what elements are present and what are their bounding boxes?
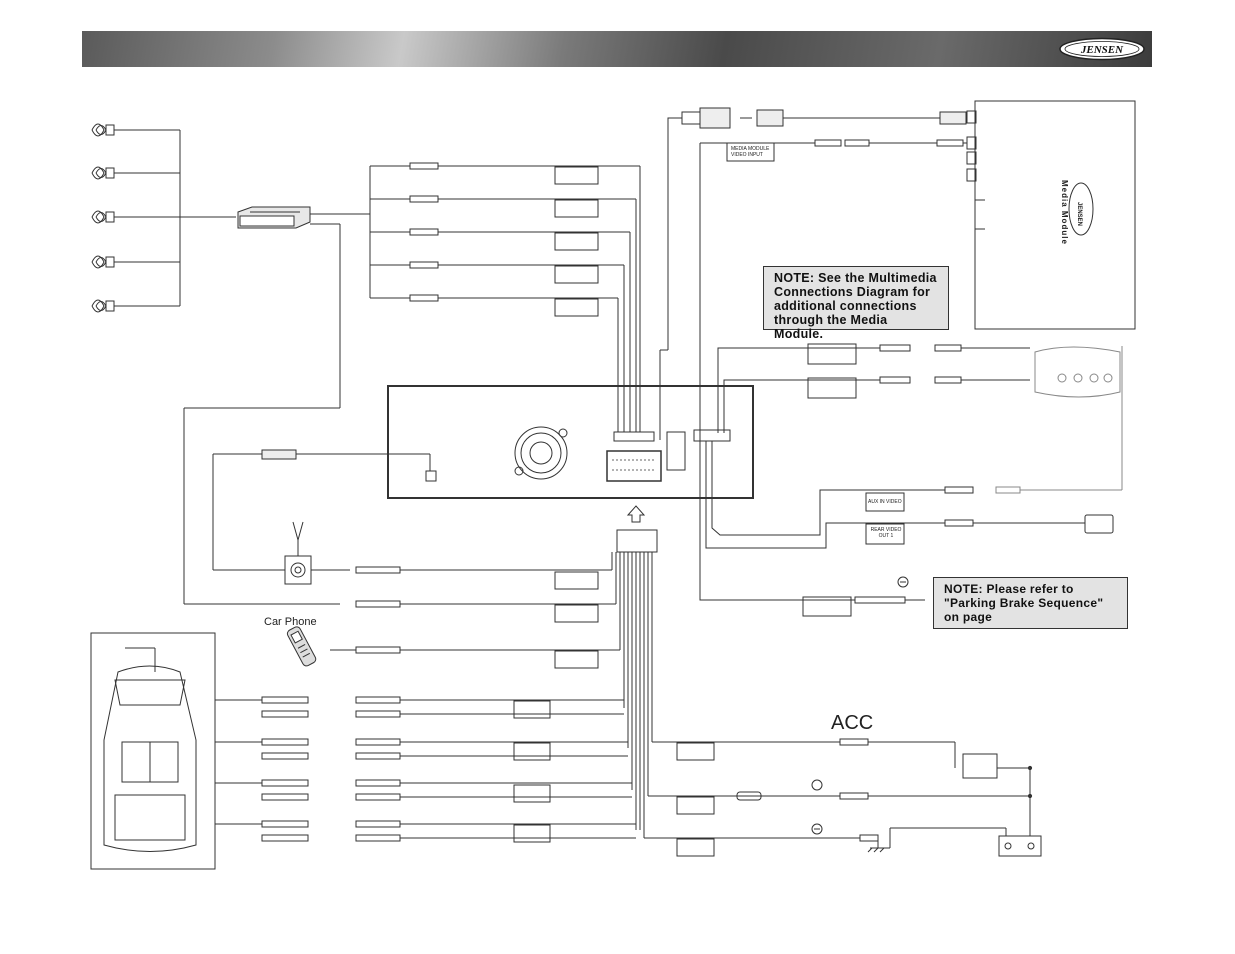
header-banner <box>82 31 1152 67</box>
jensen-logo: JENSEN <box>1059 37 1145 61</box>
multimedia-connections-note: NOTE: See the Multimedia Connections Dia… <box>763 266 949 341</box>
antenna-module <box>284 555 312 585</box>
speaker-icons <box>91 123 122 313</box>
car-phone-label: Car Phone <box>264 616 317 628</box>
car-top-view-icon <box>103 665 197 852</box>
media-module-video-input-label: MEDIA MODULE VIDEO INPUT <box>731 146 770 158</box>
wiring-harness-socket <box>606 450 662 482</box>
svg-text:JENSEN: JENSEN <box>1080 44 1124 56</box>
aux-in-video-label: AUX IN VIDEO <box>868 499 902 505</box>
media-module-box <box>974 100 1136 330</box>
car-box <box>90 632 216 870</box>
ignition-switch <box>962 753 998 779</box>
rear-av-panel <box>1034 346 1121 398</box>
media-module-label: Media Module <box>1060 180 1069 245</box>
speaker-wire-pairs <box>261 696 636 843</box>
fan-icon <box>514 426 568 480</box>
amplifier-icon <box>237 206 311 229</box>
acc-label: ACC <box>831 712 874 734</box>
rear-monitor-icon <box>1084 514 1114 534</box>
parking-brake-note: NOTE: Please refer to "Parking Brake Seq… <box>933 577 1128 629</box>
media-module-logo: JENSEN <box>1076 202 1082 227</box>
car-phone-icon <box>286 626 317 667</box>
harness-plug <box>616 529 658 553</box>
rca-outputs <box>370 162 640 302</box>
rear-video-out-label: REAR VIDEO OUT 1 <box>870 527 902 539</box>
battery-icon <box>998 835 1042 857</box>
head-unit-chassis <box>387 385 754 499</box>
